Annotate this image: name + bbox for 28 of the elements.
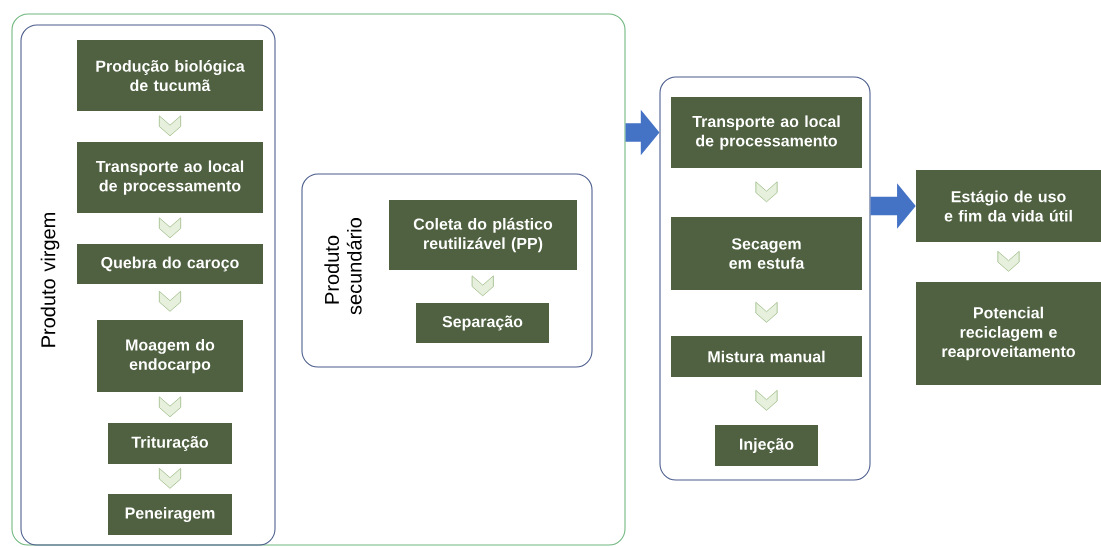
process-box: Quebra do caroço: [77, 244, 263, 284]
group-box: [11, 13, 626, 546]
process-box: Produção biológica de tucumã: [77, 40, 263, 111]
process-box: Estágio de uso e fim da vida útil: [916, 170, 1101, 242]
process-box: Potencial reciclagem e reaproveitamento: [916, 282, 1101, 385]
chevron-arrow: [755, 301, 778, 323]
chevron-arrow: [755, 181, 778, 203]
chevron-arrow: [158, 290, 182, 312]
process-box: Transporte ao local de processamento: [77, 142, 263, 213]
chevron-arrow: [158, 396, 182, 418]
process-box: Secagem em estufa: [671, 217, 862, 290]
process-box: Trituração: [108, 423, 232, 464]
process-box: Transporte ao local de processamento: [671, 97, 862, 168]
chevron-arrow: [471, 275, 494, 297]
process-box: Peneiragem: [108, 494, 232, 535]
process-box: Injeção: [715, 425, 818, 466]
process-box: Coleta do plástico reutilizável (PP): [389, 200, 577, 270]
block-arrow: [870, 183, 916, 229]
block-arrow: [625, 109, 660, 156]
group-box: [659, 76, 871, 481]
chevron-arrow: [158, 467, 182, 489]
chevron-arrow: [158, 115, 182, 137]
process-box: Moagem do endocarpo: [97, 320, 243, 392]
process-box: Separação: [416, 303, 549, 343]
process-box: Mistura manual: [671, 336, 862, 377]
chevron-arrow: [997, 250, 1020, 272]
chevron-arrow: [755, 389, 778, 411]
chevron-arrow: [158, 217, 182, 239]
